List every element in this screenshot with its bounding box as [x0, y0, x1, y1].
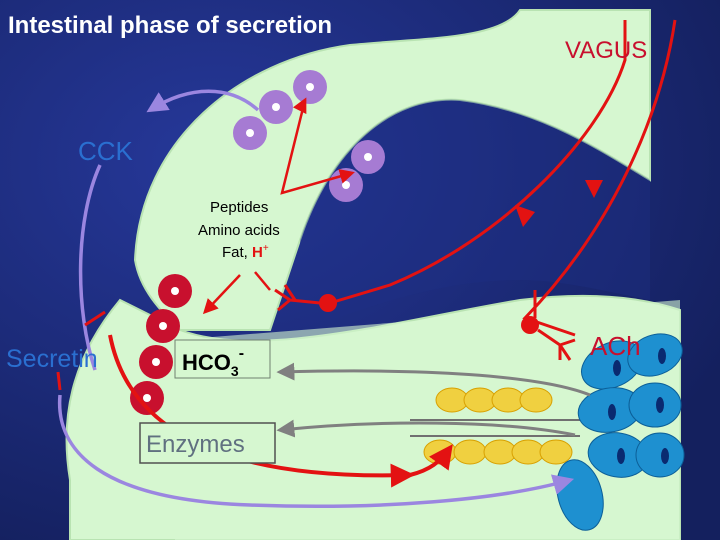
enzymes-label: Enzymes: [146, 431, 245, 458]
s-cell: [130, 381, 164, 415]
acinar-cell: [539, 439, 573, 465]
enzymes-box: [139, 422, 276, 464]
bicarbonate-superscript: -: [239, 345, 244, 362]
stimulus-arrow: [202, 274, 241, 315]
duct-cell: [577, 387, 643, 433]
duct-cell: [635, 432, 685, 478]
cck-label: CCK: [78, 136, 134, 166]
vagus-nerve-path: [329, 20, 627, 305]
lumen-region: [300, 99, 650, 320]
ach-label: ACh: [590, 331, 641, 361]
duodenum-wall: [133, 9, 651, 331]
h-plus-label: H: [252, 244, 263, 261]
cck-arrow-down: [78, 164, 102, 371]
vagus-arrowhead: [515, 205, 535, 227]
s-cells: [130, 274, 192, 415]
secretin-label: Secretin: [6, 345, 98, 373]
enteric-nerve-terminal: [274, 284, 321, 312]
stimulus-arrow: [292, 97, 307, 115]
acinar-cell: [463, 387, 497, 413]
slide-title: Intestinal phase of secretion: [8, 12, 332, 39]
vagus-label: VAGUS: [565, 37, 647, 64]
acinar-cell: [519, 387, 553, 413]
stimulus-arrow: [280, 99, 355, 195]
acinar-cells: [423, 387, 573, 465]
duct-cell: [628, 382, 682, 428]
acinar-cell: [511, 439, 545, 465]
s-cell: [158, 274, 192, 308]
fat-text: Fat,: [222, 244, 252, 261]
i-cell: [259, 90, 293, 124]
acinar-cell: [491, 387, 525, 413]
lumen-contents-label: Peptides Amino acids Fat, H+: [198, 199, 280, 261]
bicarbonate-box: [174, 339, 271, 379]
acinar-cell: [453, 439, 487, 465]
secretin-red-tick: [56, 371, 62, 391]
i-cell: [293, 70, 327, 104]
duct-cells: [556, 333, 685, 531]
duct-cell: [627, 333, 683, 377]
s-cell: [139, 345, 173, 379]
enzyme-arrow: [276, 419, 576, 438]
peptides-label: Peptides: [210, 199, 268, 216]
cck-arrow: [146, 89, 260, 113]
amino-acids-label: Amino acids: [198, 222, 280, 239]
bicarbonate-label: HCO3-: [182, 345, 244, 379]
secretin-red-arrow-2: [409, 444, 453, 477]
vagus-arrowhead: [585, 180, 603, 198]
bicarbonate-subscript: 3: [231, 363, 239, 379]
i-cell: [329, 168, 363, 202]
i-cell: [233, 116, 267, 150]
acinar-cell: [483, 439, 517, 465]
vagus-nerve-path-2: [522, 19, 677, 337]
stimulus-arrow: [254, 271, 271, 291]
i-cell: [351, 140, 385, 174]
bicarbonate-text: HCO: [182, 350, 231, 375]
vagal-synapse: [521, 316, 539, 334]
secretin-arrow: [57, 394, 575, 509]
secretin-red-tick: [84, 310, 106, 327]
vagal-synapse: [319, 294, 337, 312]
fat-label: Fat, H+: [222, 243, 269, 261]
s-cell: [146, 309, 180, 343]
h-plus-superscript: +: [263, 243, 269, 254]
bicarbonate-arrow: [276, 362, 591, 397]
acinar-cell: [435, 387, 469, 413]
enteric-nerve-terminal: [537, 328, 576, 361]
